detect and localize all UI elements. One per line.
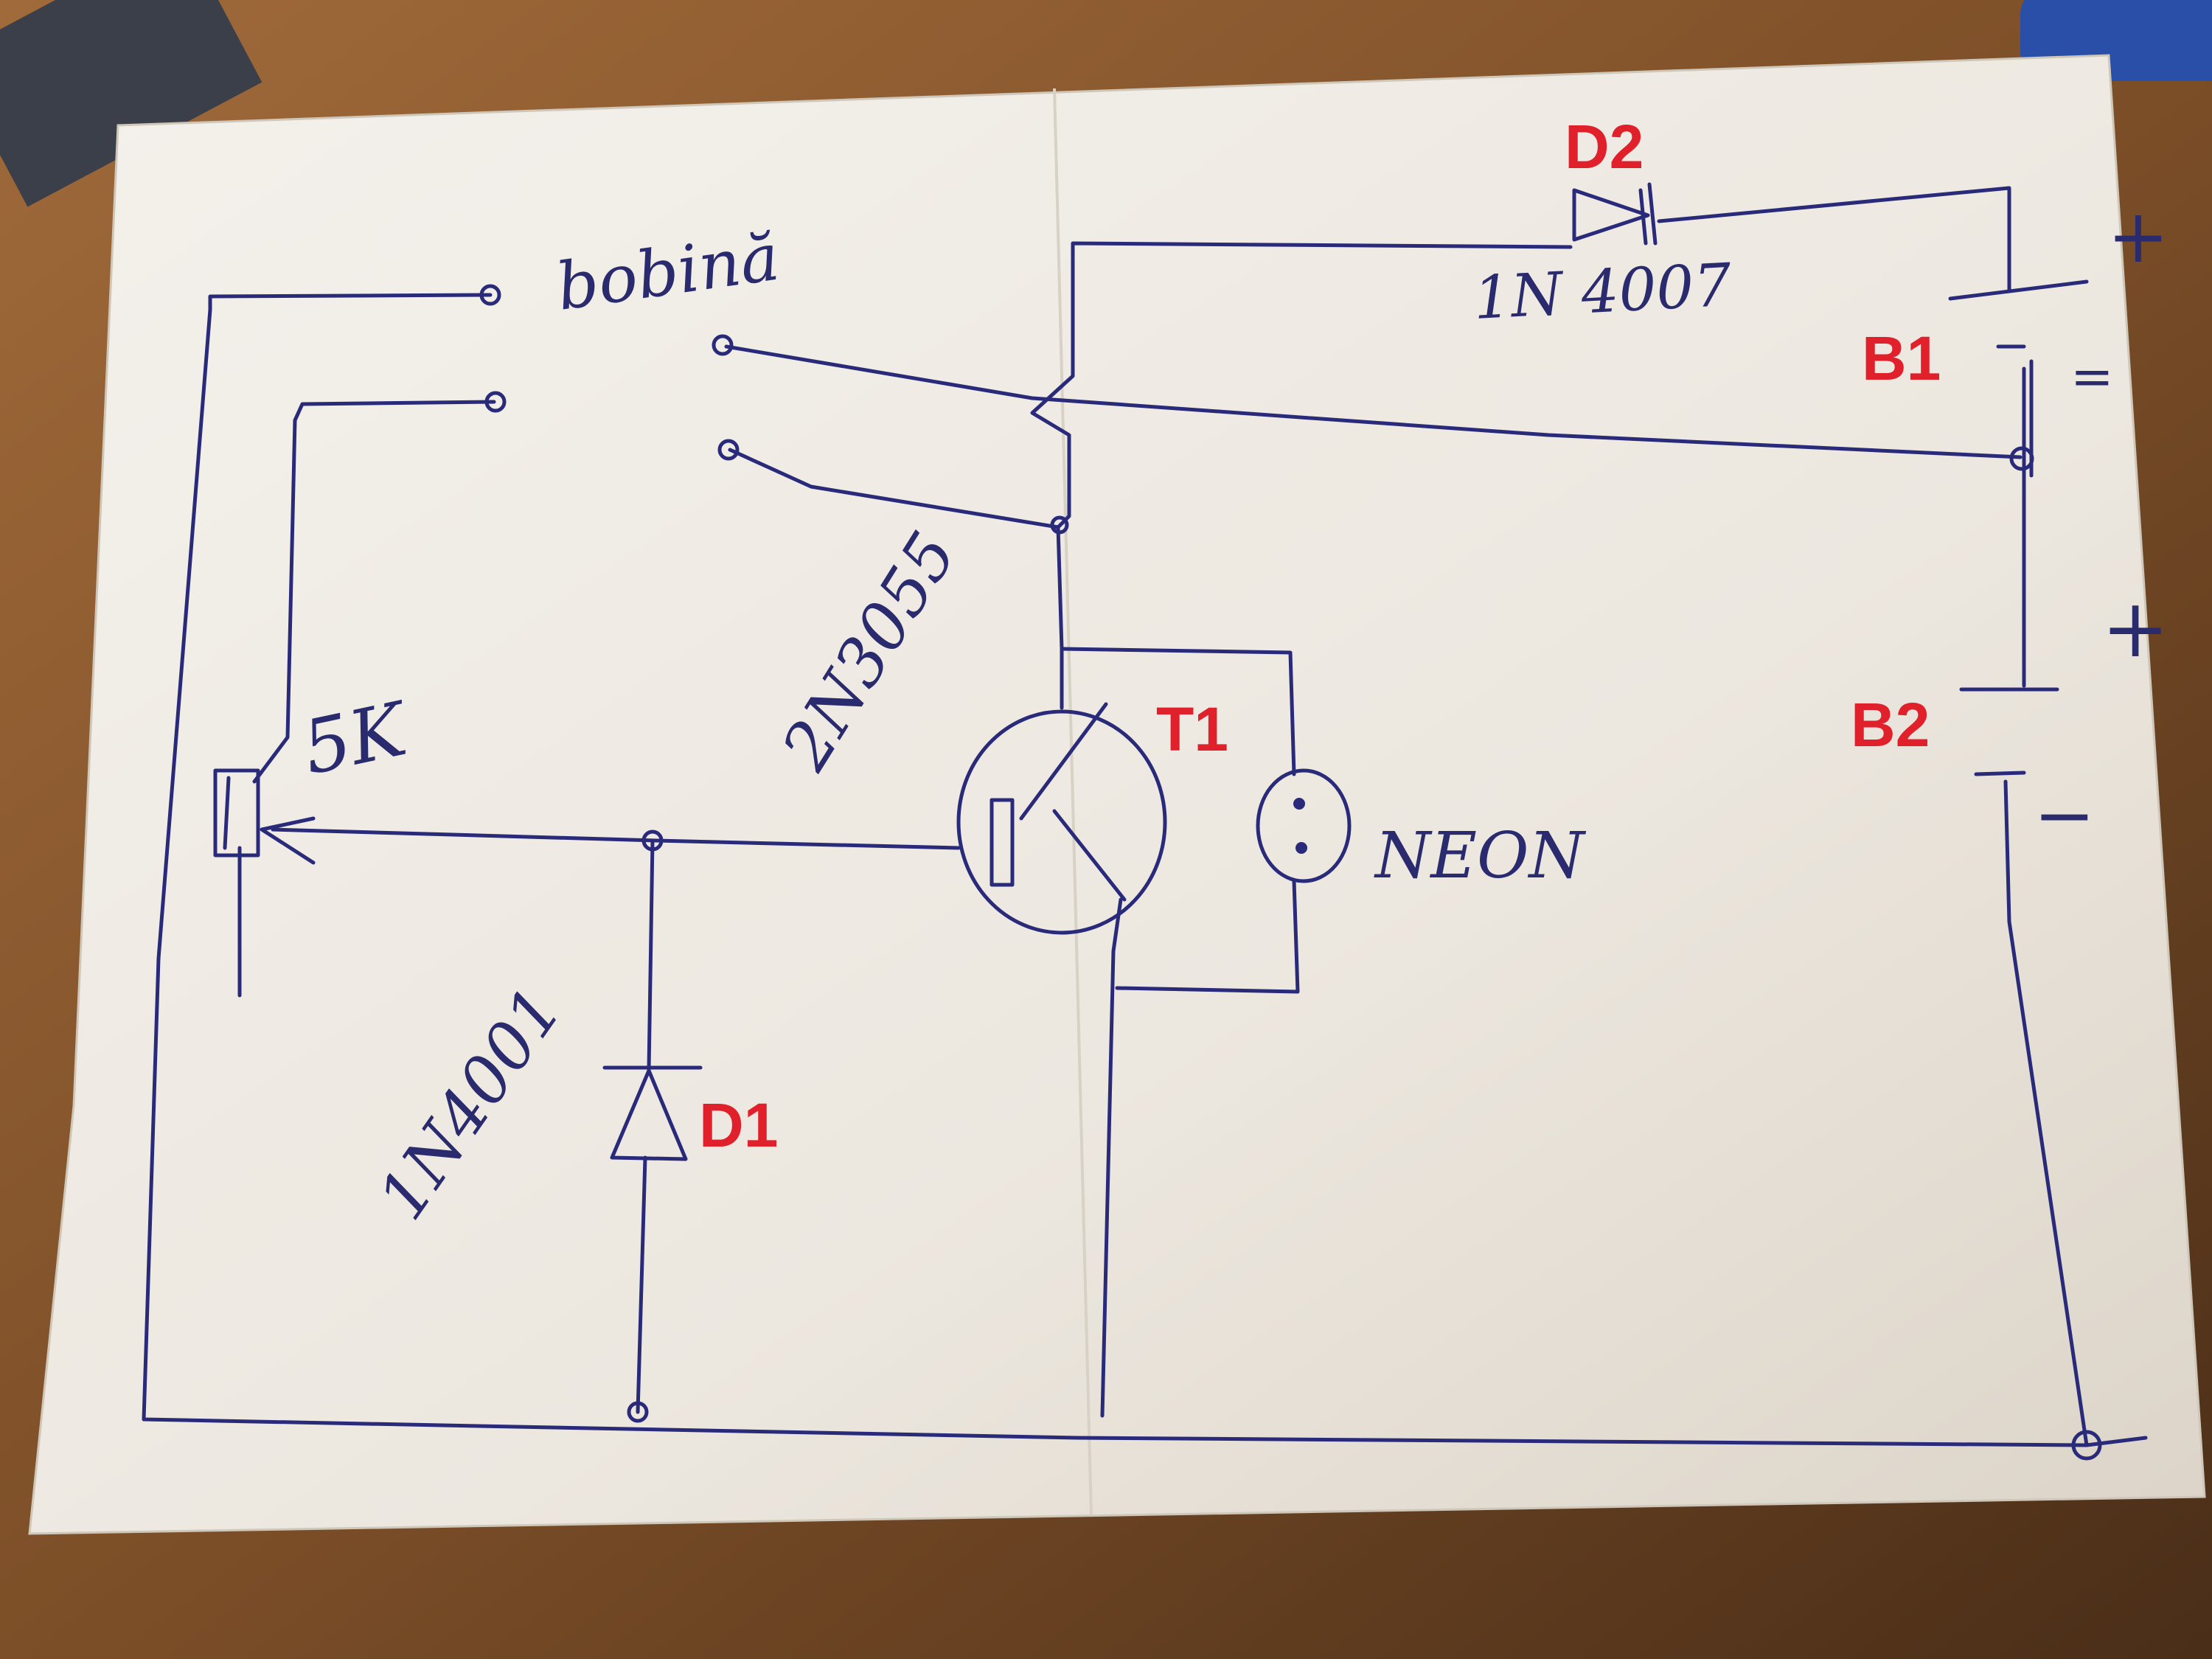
- t1-designator: T1: [1156, 695, 1228, 764]
- wire-coil-to-collector: [728, 448, 1060, 529]
- d1-designator: D1: [699, 1091, 778, 1160]
- potentiometer-5k: [213, 768, 316, 865]
- d1-ground-node: [627, 1401, 649, 1423]
- base-node: [641, 830, 664, 852]
- wire-d2-to-b1: [1657, 186, 2011, 293]
- wiring: [142, 186, 2148, 1447]
- neon-lamp: [1256, 768, 1352, 883]
- b1-designator: B1: [1862, 324, 1941, 393]
- laptop-edge: [0, 0, 262, 207]
- d2-part-label: 1N 4007: [1472, 251, 1733, 333]
- paper-sheet: [28, 54, 2206, 1535]
- diode-d1: [602, 1065, 703, 1161]
- wire-wiper-to-base: [271, 827, 961, 850]
- b1-minus-mark: =: [2070, 347, 2114, 407]
- neon-label: NEON: [1374, 819, 1587, 893]
- wire-neon-bottom: [1115, 879, 1300, 994]
- b2-plus-mark: +: [2101, 581, 2169, 675]
- battery-b1: [1948, 279, 2089, 478]
- battery-b2: [1959, 687, 2059, 776]
- collector-node: [1050, 515, 1069, 535]
- pot-value-label: 5K: [296, 685, 417, 791]
- coil-terminal-4: [717, 439, 740, 461]
- wire-neon-top: [1060, 647, 1296, 776]
- wire-left-outer: [142, 293, 2148, 1447]
- wire-coil-to-pot: [252, 400, 496, 784]
- ground-node: [2071, 1430, 2102, 1461]
- b1-plus-mark: +: [2107, 193, 2169, 279]
- wire-collector: [1030, 241, 1573, 710]
- wire-d1-top: [647, 838, 655, 1071]
- transistor-t1: [956, 702, 1167, 935]
- d2-designator: D2: [1565, 112, 1644, 181]
- coil-terminal-2: [484, 391, 507, 413]
- b2-minus-mark: −: [2034, 772, 2096, 858]
- diode-d2: [1572, 182, 1658, 246]
- paper-fold: [1053, 88, 1093, 1516]
- coil-terminal-1: [479, 284, 501, 306]
- wire-d1-bottom: [636, 1155, 647, 1414]
- b2-designator: B2: [1851, 690, 1930, 759]
- coil-terminal-3: [712, 334, 734, 356]
- wire-b2-to-ground: [2003, 779, 2089, 1447]
- wire-coil-to-b1mid: [724, 344, 2023, 459]
